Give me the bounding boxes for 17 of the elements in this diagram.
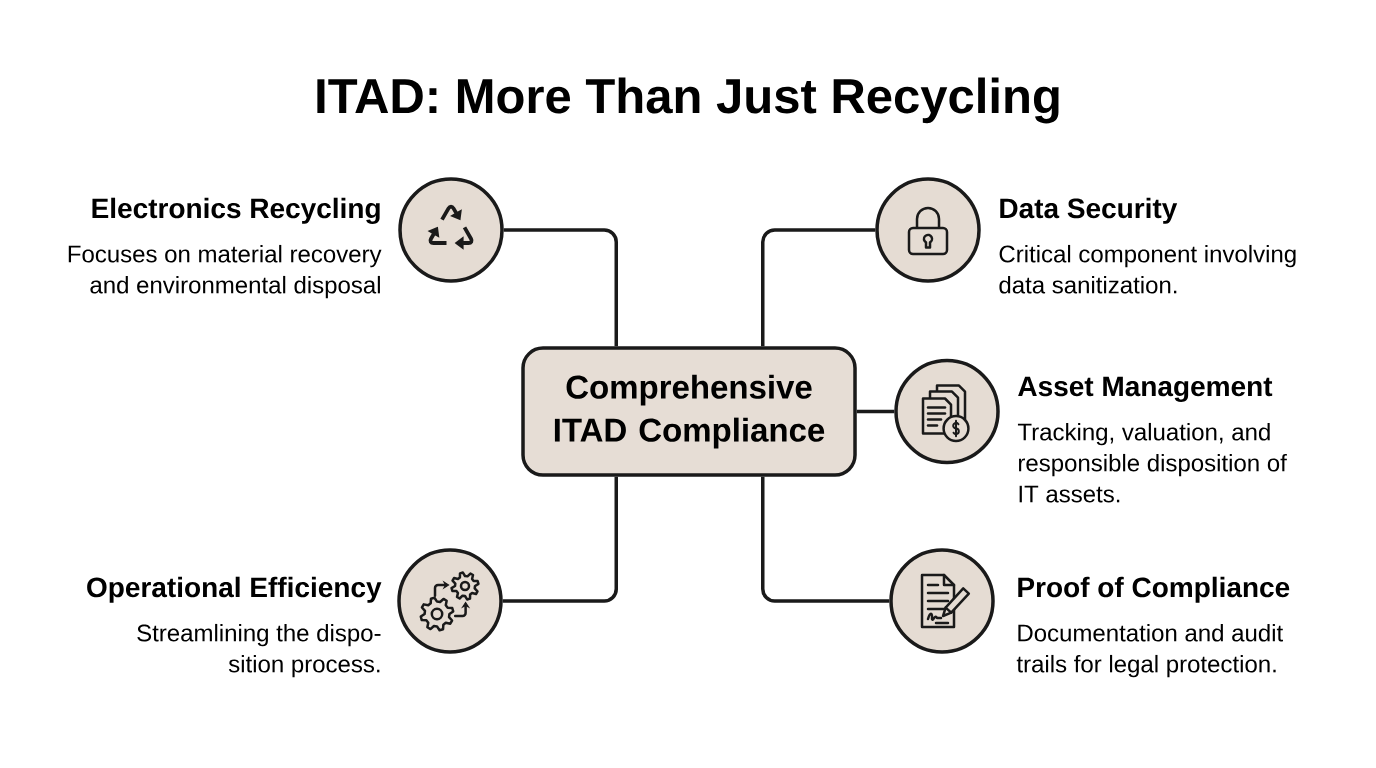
title: ITAD: More Than Just Recycling [317,77,1059,124]
connector-line [503,228,618,347]
heading: Electronics Recycling [92,197,380,224]
description: Critical component involving data sanitization. [999,244,1296,294]
heading: Asset Management [1018,376,1273,402]
description: Focuses on material recovery and environmental disposal [68,244,382,299]
heading: Operational Efficiency [87,576,382,603]
description: Streamlining the dispo- sition process. [137,623,381,678]
heading: Data Security [1000,197,1178,224]
heading: Proof of Compliance [1018,576,1290,603]
connector-line [856,409,895,414]
connector-line [761,228,876,347]
connector-line [761,476,890,603]
hub-box: Comprehensive ITAD Compliance [521,346,857,477]
description: Tracking, valuation, and responsible disposition of IT assets. [1017,422,1287,503]
connector-line [502,476,618,603]
description: Documentation and audit trails for legal protection. [1016,623,1283,678]
